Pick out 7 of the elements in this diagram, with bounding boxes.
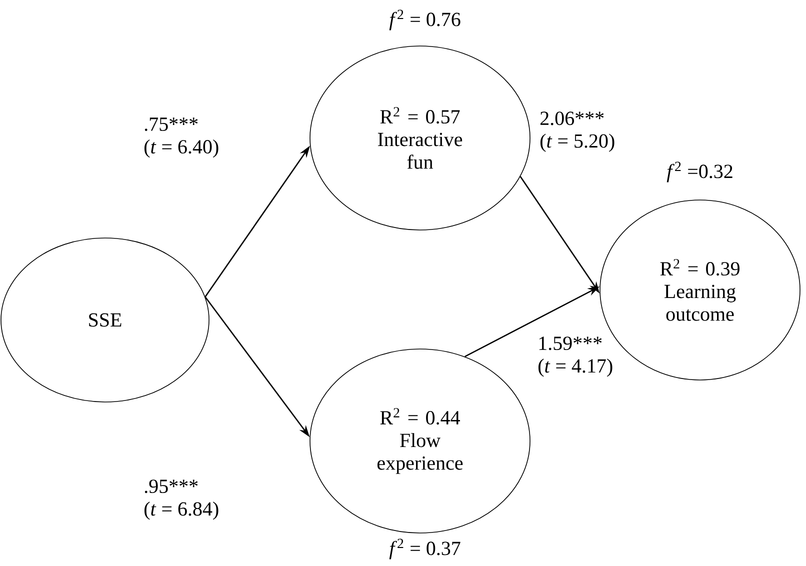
effect-size-label: f$^{2}$ = 0.76	[389, 10, 460, 30]
path-coefficient: .75*** (t = 6.40)	[144, 118, 218, 158]
path-coefficient: 1.59*** (t = 4.17)	[538, 336, 612, 377]
path-coefficient: 2.06*** (t = 5.20)	[540, 112, 614, 152]
effect-size-label: f$^{2}$ = 0.37	[389, 538, 460, 560]
effect-size-label: f$^{2}$ =0.32	[666, 162, 732, 182]
path-coefficient: .95*** (t = 6.84)	[144, 480, 218, 520]
